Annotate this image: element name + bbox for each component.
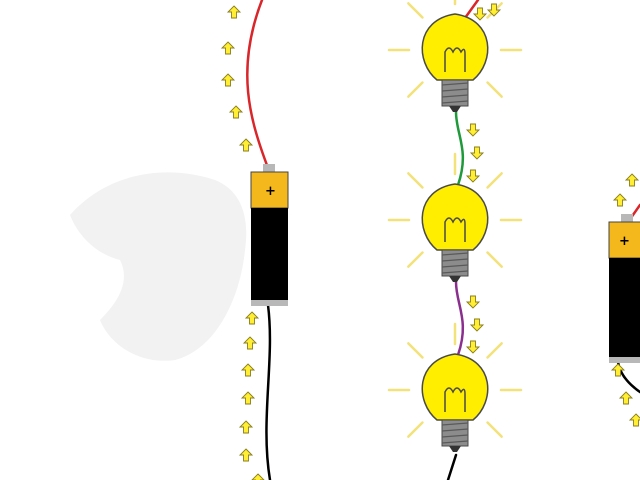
battery-positive-end bbox=[608, 221, 640, 259]
bulb-base bbox=[441, 249, 469, 282]
wire-positive-top bbox=[463, 0, 480, 20]
battery-bottom-cap bbox=[609, 357, 640, 363]
battery-left: + bbox=[250, 164, 289, 306]
wire-series-2 bbox=[454, 280, 465, 357]
bulb-base bbox=[441, 419, 469, 452]
battery-icon bbox=[263, 164, 275, 172]
current-arrow-icon bbox=[465, 169, 481, 183]
current-arrow-icon bbox=[220, 41, 236, 55]
light-bulb-icon bbox=[387, 322, 523, 452]
light-bulb-icon bbox=[387, 0, 523, 112]
current-arrow-icon bbox=[242, 336, 258, 350]
current-arrow-icon bbox=[469, 318, 485, 332]
current-arrow-icon bbox=[465, 340, 481, 354]
current-arrow-icon bbox=[612, 193, 628, 207]
battery-right: + bbox=[608, 214, 640, 363]
battery-negative-end bbox=[251, 208, 288, 300]
current-arrow-icon bbox=[244, 311, 260, 325]
current-arrows bbox=[220, 3, 640, 480]
current-arrow-icon bbox=[240, 391, 256, 405]
current-arrow-icon bbox=[240, 363, 256, 377]
wire-negative-right bbox=[616, 360, 640, 394]
bulb-filament bbox=[444, 387, 466, 412]
battery-negative-end bbox=[609, 258, 640, 358]
battery-positive-end bbox=[250, 171, 289, 209]
bulb-base bbox=[441, 79, 469, 112]
current-arrow-icon bbox=[228, 105, 244, 119]
light-rays bbox=[387, 152, 523, 268]
current-arrow-icon bbox=[618, 391, 634, 405]
wire-negative-left bbox=[265, 303, 272, 480]
light-bulb-icon bbox=[387, 152, 523, 282]
bulb-filament bbox=[444, 47, 466, 72]
bulb-glass bbox=[421, 13, 489, 81]
current-arrow-icon bbox=[220, 73, 236, 87]
current-arrow-icon bbox=[226, 5, 242, 19]
current-arrow-icon bbox=[469, 146, 485, 160]
current-arrow-icon bbox=[238, 138, 254, 152]
light-rays bbox=[387, 0, 523, 98]
current-arrow-icon bbox=[486, 3, 502, 17]
wire-negative-bottom bbox=[446, 453, 458, 480]
battery-icon bbox=[621, 214, 633, 222]
bulb-glass bbox=[421, 353, 489, 421]
current-arrow-icon bbox=[465, 295, 481, 309]
battery-positive-label: + bbox=[265, 184, 276, 199]
current-arrow-icon bbox=[628, 413, 640, 427]
bulb-filament bbox=[444, 217, 466, 242]
current-arrow-icon bbox=[238, 420, 254, 434]
wires bbox=[246, 0, 640, 480]
current-arrow-icon bbox=[251, 473, 265, 480]
battery-positive-label: + bbox=[619, 234, 630, 249]
battery-bottom-cap bbox=[251, 300, 288, 306]
current-arrow-icon bbox=[472, 7, 488, 21]
wire-series-1 bbox=[454, 110, 465, 187]
current-arrow-icon bbox=[238, 448, 254, 462]
current-arrow-icon bbox=[624, 173, 640, 187]
wire-positive-left bbox=[246, 0, 270, 170]
current-arrow-icon bbox=[610, 363, 626, 377]
watermark bbox=[70, 172, 247, 361]
current-arrow-icon bbox=[465, 123, 481, 137]
bulbs bbox=[387, 0, 523, 452]
light-rays bbox=[387, 322, 523, 438]
bulb-glass bbox=[421, 183, 489, 251]
